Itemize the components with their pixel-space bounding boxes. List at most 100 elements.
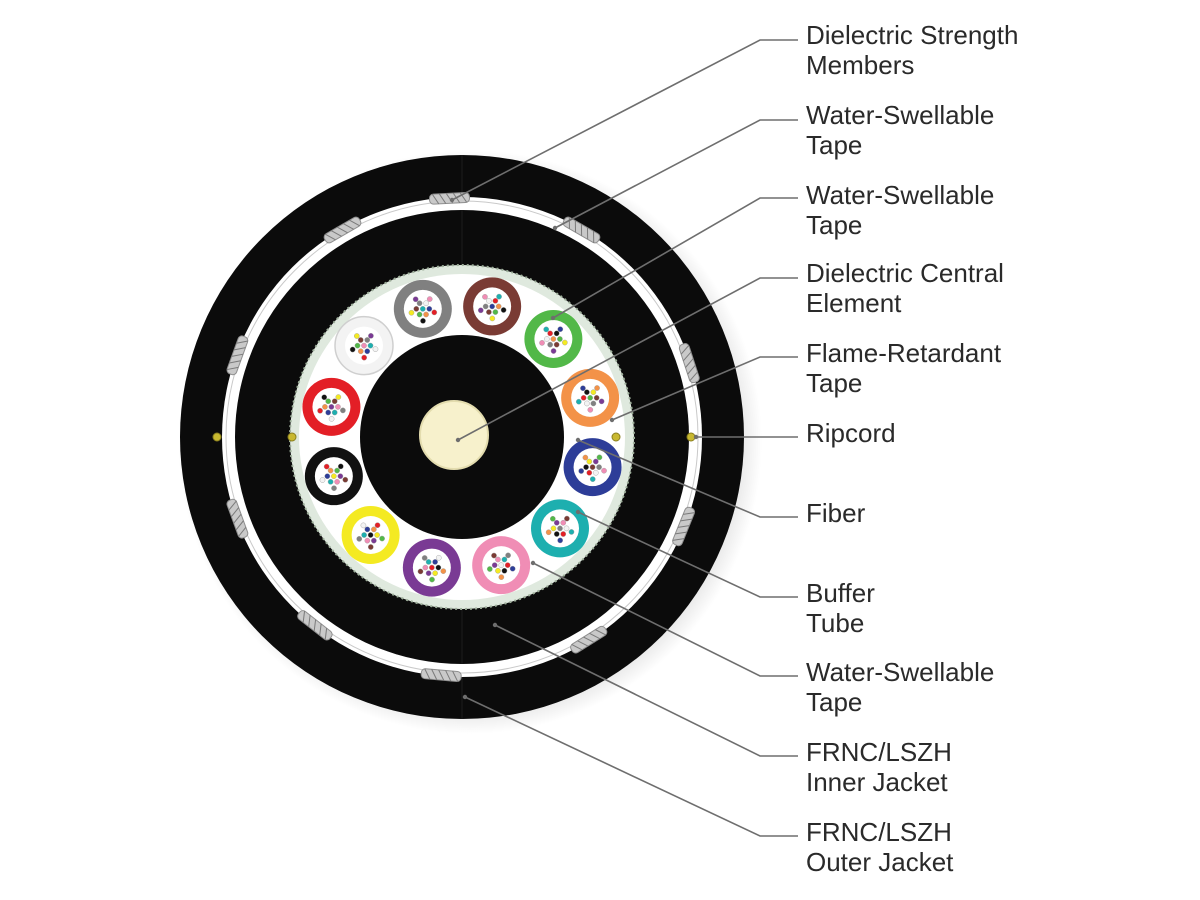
strength-member-strand bbox=[589, 632, 601, 640]
optical-fiber bbox=[486, 309, 492, 315]
callout-line-1: Ripcord bbox=[806, 418, 896, 448]
optical-fiber bbox=[578, 468, 585, 474]
strength-member-strand bbox=[424, 668, 431, 680]
strength-member-strand bbox=[324, 628, 328, 640]
optical-fiber bbox=[489, 303, 495, 310]
optical-fiber bbox=[544, 336, 550, 342]
strength-member-strand bbox=[331, 230, 342, 237]
strength-member-strand bbox=[236, 340, 249, 344]
optical-fiber bbox=[423, 300, 429, 307]
optical-fiber bbox=[492, 298, 499, 304]
optical-fiber bbox=[325, 398, 331, 405]
strength-member-bundle bbox=[562, 216, 601, 244]
strength-member-strand bbox=[687, 365, 696, 375]
optical-fiber bbox=[327, 479, 334, 485]
optical-fiber bbox=[423, 311, 429, 318]
callout-line-1: Dielectric Strength bbox=[806, 20, 1019, 50]
strength-member-strand bbox=[233, 347, 246, 351]
central-element-edge bbox=[419, 400, 489, 470]
strength-member-strand bbox=[577, 640, 589, 647]
strength-member-strand bbox=[313, 619, 317, 632]
optical-fiber bbox=[491, 552, 497, 559]
optical-fiber bbox=[509, 565, 516, 572]
callout-line-2: Tape bbox=[806, 687, 863, 717]
strength-member-strand bbox=[675, 531, 687, 535]
optical-fiber bbox=[489, 315, 496, 322]
optical-fiber bbox=[367, 532, 374, 538]
optical-fiber bbox=[328, 416, 335, 422]
strength-member-strand bbox=[672, 538, 685, 541]
optical-fiber bbox=[568, 529, 575, 535]
optical-fiber bbox=[431, 309, 438, 316]
optical-fiber bbox=[601, 467, 607, 474]
strength-member-strand bbox=[583, 636, 595, 643]
leader-line-dot bbox=[492, 622, 498, 628]
optical-fiber bbox=[317, 407, 323, 414]
callout-line-2: Tape bbox=[806, 130, 863, 160]
ripcord-left bbox=[287, 432, 297, 442]
optical-fiber bbox=[562, 339, 568, 346]
optical-fiber bbox=[564, 515, 570, 522]
optical-fiber bbox=[482, 294, 488, 300]
optical-fiber bbox=[325, 409, 331, 416]
callout-line-2: Outer Jacket bbox=[806, 847, 954, 877]
callout-dielectric-central-element: Dielectric Central Element bbox=[806, 258, 1004, 318]
callout-line-2: Tape bbox=[806, 210, 863, 240]
optical-fiber bbox=[420, 306, 426, 312]
strength-member-strand bbox=[228, 500, 237, 511]
buffer-tubes-group bbox=[302, 277, 622, 597]
leader-line-dot bbox=[550, 315, 556, 321]
optical-fiber bbox=[413, 306, 420, 312]
buffer-tube bbox=[393, 279, 452, 338]
optical-fiber bbox=[328, 404, 335, 410]
callout-ripcord: Ripcord bbox=[806, 418, 896, 448]
optical-fiber bbox=[582, 454, 589, 461]
optical-fiber bbox=[500, 307, 507, 313]
optical-fiber bbox=[364, 348, 371, 355]
optical-fiber bbox=[354, 342, 361, 349]
leader-line bbox=[552, 197, 798, 319]
leader-line-dot bbox=[693, 434, 699, 440]
optical-fiber bbox=[357, 348, 364, 355]
optical-fiber bbox=[335, 404, 341, 410]
leader-line-dot bbox=[575, 509, 581, 515]
dielectric-central-element bbox=[420, 401, 488, 469]
optical-fiber bbox=[598, 398, 605, 405]
strength-member-strand bbox=[452, 670, 459, 682]
optical-fiber bbox=[331, 409, 338, 416]
dielectric-strength-members-group bbox=[226, 191, 700, 682]
optical-fiber bbox=[425, 570, 432, 576]
optical-fiber bbox=[553, 330, 560, 337]
optical-fiber bbox=[495, 556, 501, 563]
optical-fiber bbox=[372, 346, 379, 352]
optical-fiber bbox=[361, 532, 367, 538]
optical-fiber bbox=[323, 463, 330, 470]
optical-fiber bbox=[594, 385, 600, 391]
optical-fiber bbox=[501, 567, 508, 574]
strength-member-strand bbox=[438, 193, 447, 204]
strength-member-bundle bbox=[323, 216, 362, 244]
optical-fiber bbox=[335, 394, 342, 400]
optical-fiber bbox=[417, 568, 424, 575]
optical-fiber bbox=[374, 532, 380, 538]
strength-member-strand bbox=[238, 527, 247, 537]
callout-leader-lines bbox=[449, 39, 798, 837]
callout-buffer-tube: Buffer Tube bbox=[806, 578, 875, 638]
optical-fiber bbox=[337, 463, 344, 470]
optical-fiber bbox=[367, 544, 374, 550]
strength-member-strand bbox=[319, 623, 322, 636]
strength-member-strand bbox=[680, 345, 690, 355]
buffer-tube bbox=[402, 538, 461, 597]
callout-line-1: Water-Swellable bbox=[806, 657, 995, 687]
optical-fiber bbox=[429, 564, 435, 571]
optical-fiber bbox=[553, 341, 560, 348]
optical-fiber bbox=[504, 562, 511, 568]
optical-fiber bbox=[440, 568, 447, 574]
callout-water-swellable-tape-inner: Water-Swellable Tape bbox=[806, 657, 994, 717]
leader-line-dot bbox=[449, 197, 455, 203]
optical-fiber bbox=[550, 348, 557, 354]
optical-fiber bbox=[360, 522, 367, 529]
optical-fiber bbox=[342, 476, 349, 483]
callout-line-1: Water-Swellable bbox=[806, 180, 995, 210]
optical-fiber bbox=[586, 469, 593, 476]
